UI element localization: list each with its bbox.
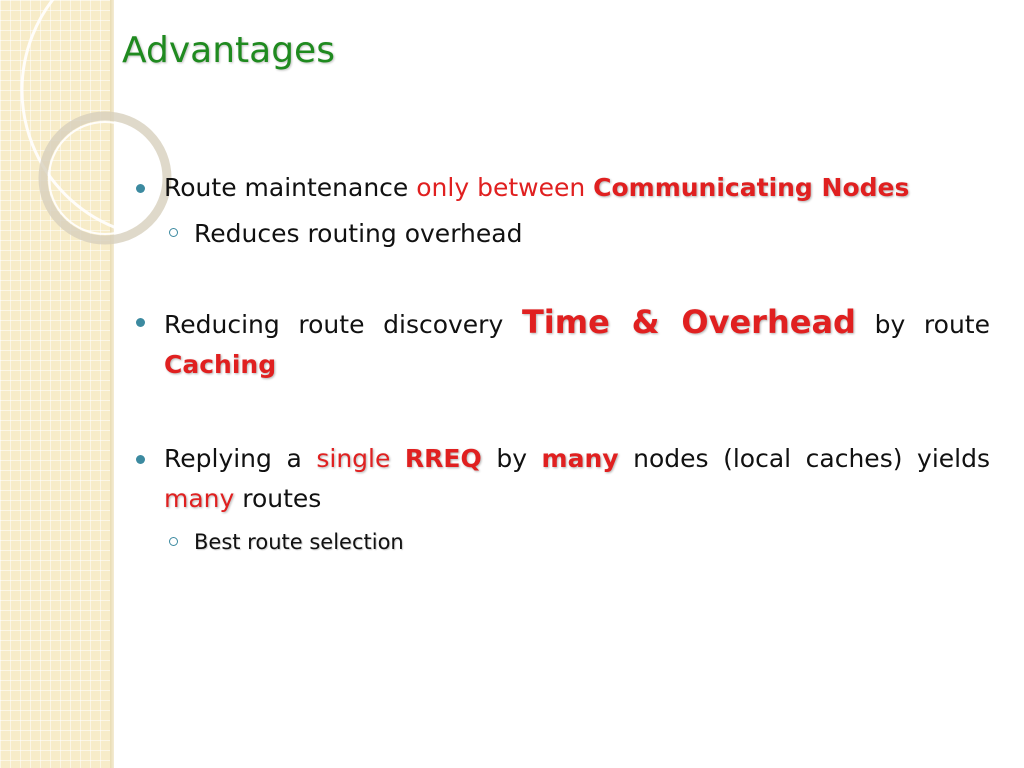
bullet-text: Reducing route discovery Time & Overhead… [164,303,990,379]
left-decorative-band [0,0,114,768]
bullet-icon [136,318,145,327]
bullet-item-1: Route maintenance only between Communica… [128,168,990,208]
decorative-circles [20,0,200,245]
slide-title: Advantages [122,30,335,71]
bullet-icon [136,455,145,464]
bullet-item-3: Replying a single RREQ by many nodes (lo… [128,439,990,519]
sub-bullet-item: Best route selection [128,525,990,559]
sub-bullet-icon [169,228,178,237]
sub-bullet-item: Reduces routing overhead [128,214,990,254]
bullet-item-2: Reducing route discovery Time & Overhead… [128,302,990,385]
bullet-text: Replying a single RREQ by many nodes (lo… [164,444,990,513]
bullet-text: Route maintenance only between Communica… [164,173,910,202]
bullet-icon [136,184,145,193]
sub-bullet-icon [169,537,178,546]
bullet-list: Route maintenance only between Communica… [128,168,990,559]
band-edge [110,0,114,768]
